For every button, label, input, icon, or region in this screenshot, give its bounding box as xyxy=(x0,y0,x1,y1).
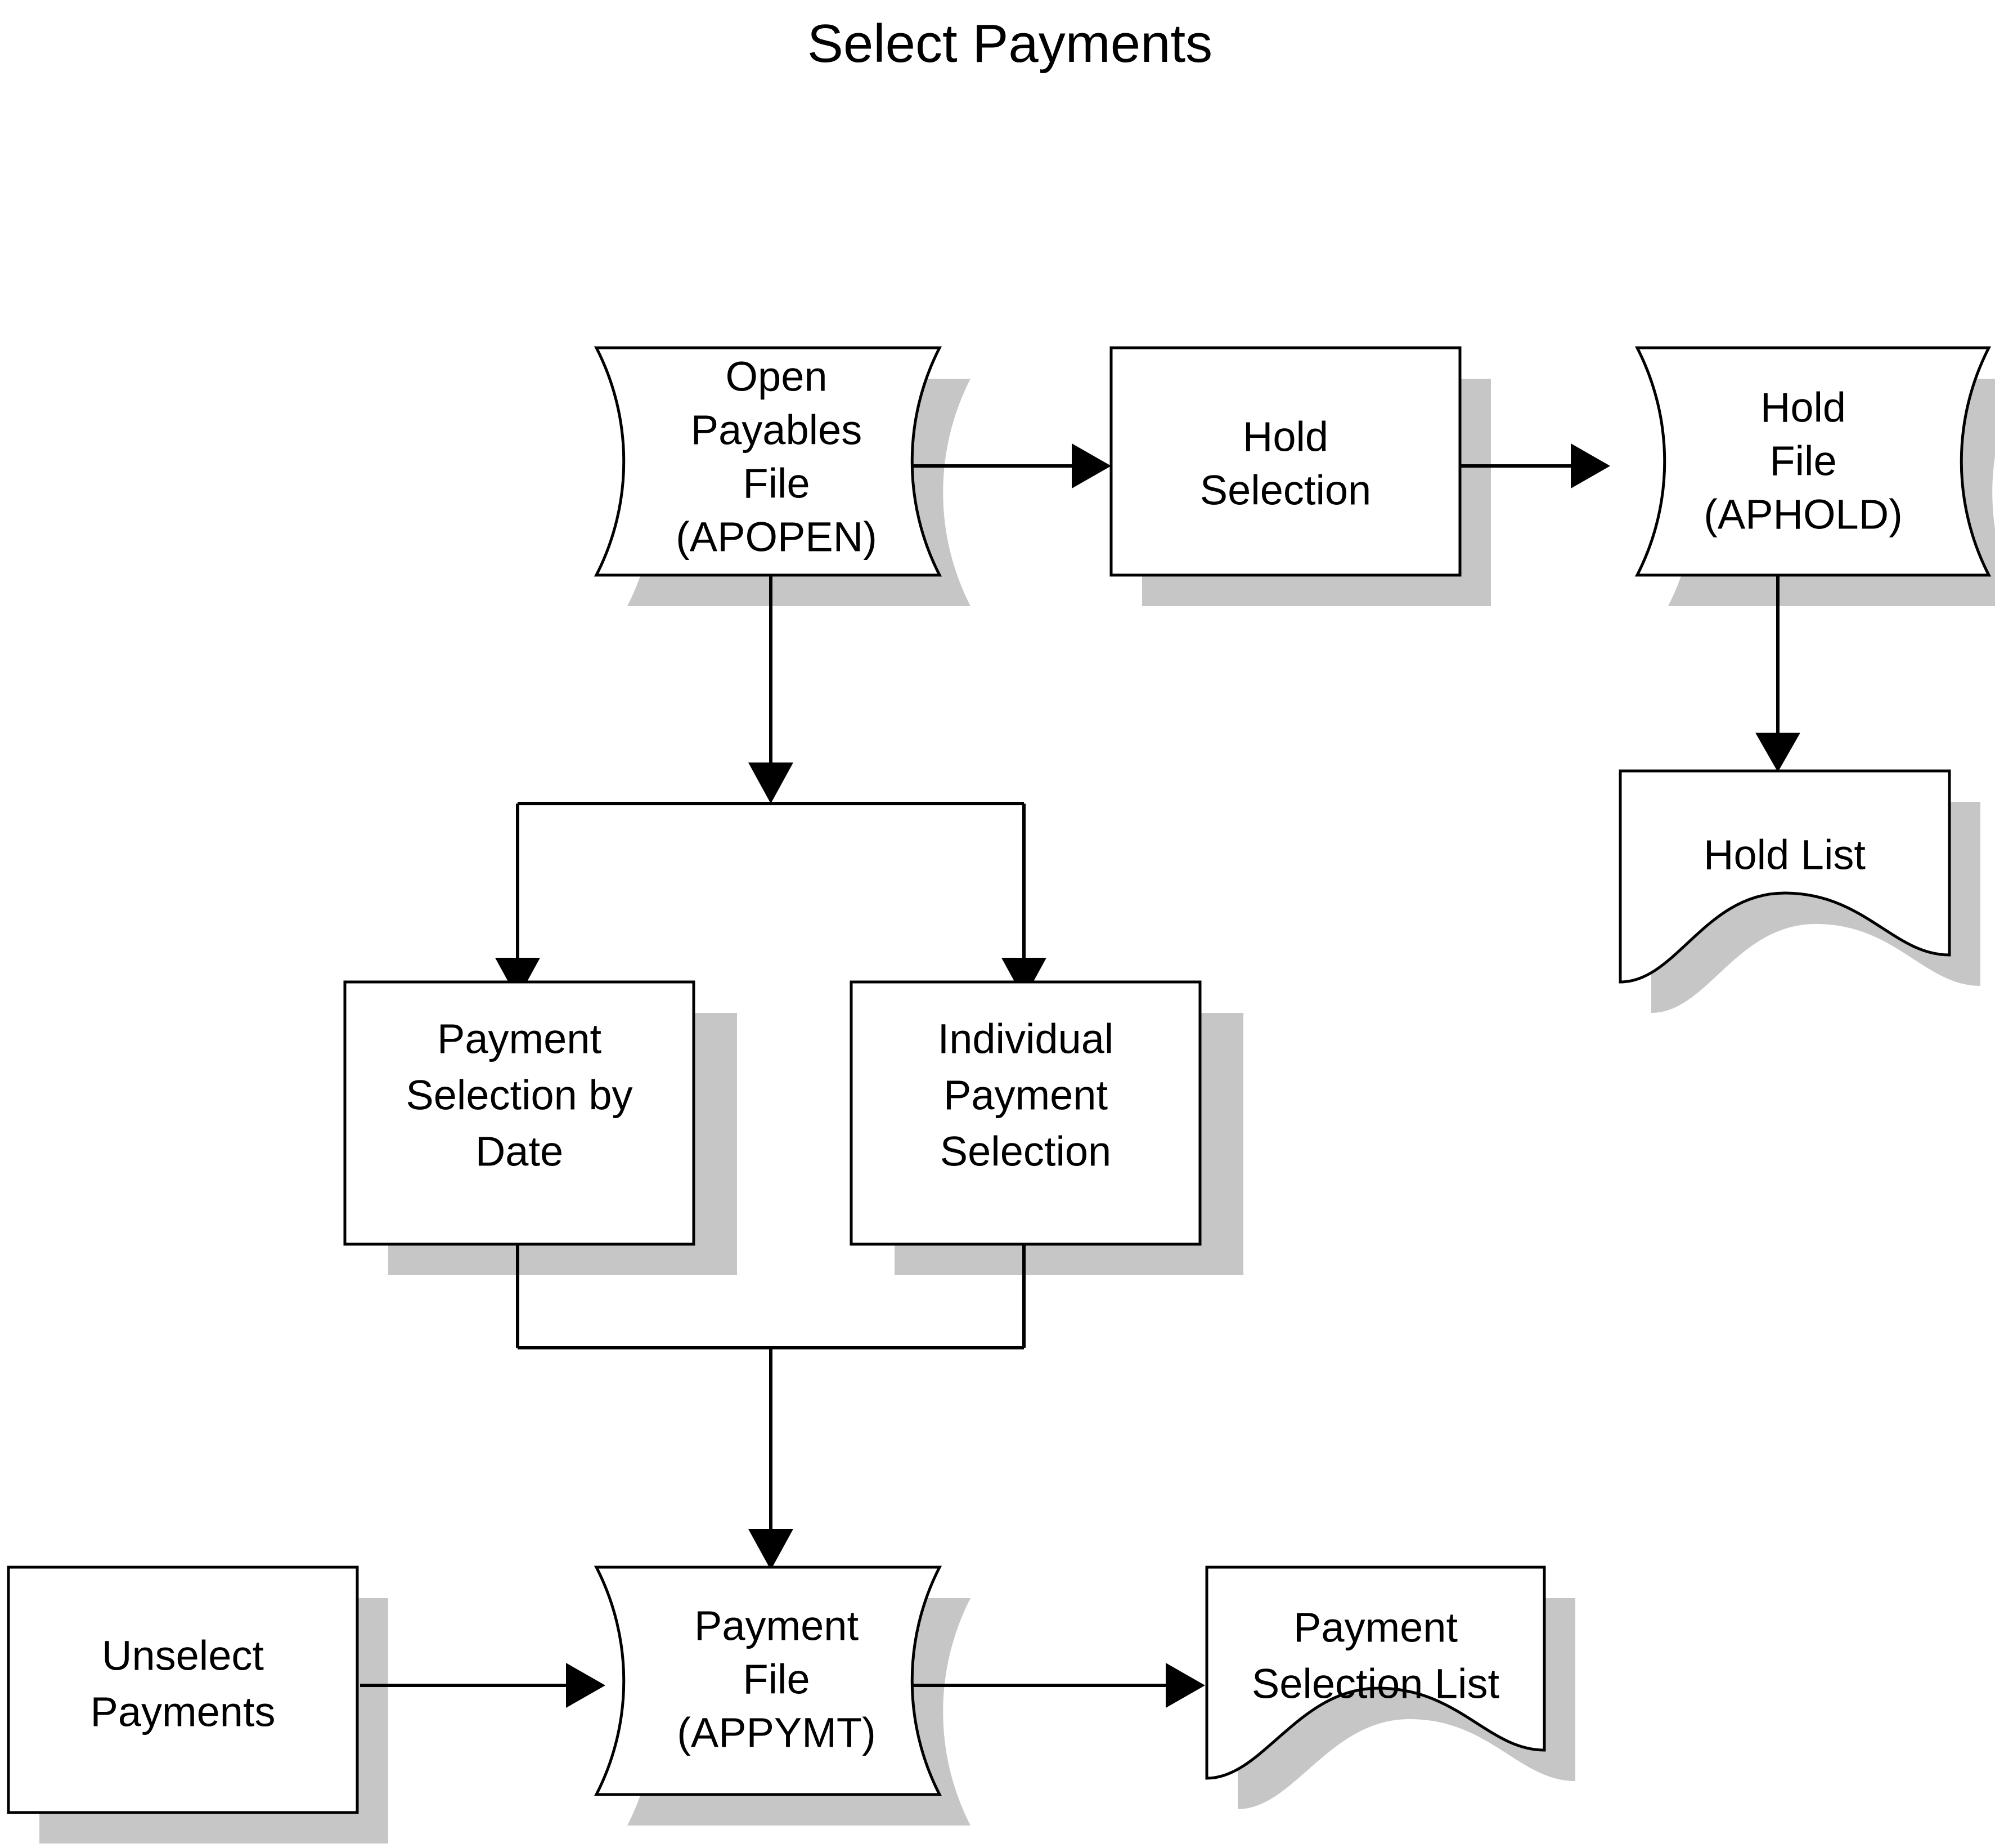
hold-selection-label-line-1: Hold xyxy=(1243,414,1328,460)
node-hold-file[interactable]: Hold File (APHOLD) xyxy=(1634,346,1992,577)
hold-file-label-line-3: (APHOLD) xyxy=(1704,491,1903,538)
open-payables-file-label-line-3: File xyxy=(743,460,810,507)
hold-selection-label-line-2: Selection xyxy=(1200,467,1371,514)
hold-file-label-line-2: File xyxy=(1769,438,1836,485)
node-open-payables-file[interactable]: Open Payables File (APOPEN) xyxy=(594,346,942,577)
unselect-payments-label-line-2: Payments xyxy=(90,1689,275,1735)
unselect-payments-label-line-1: Unselect xyxy=(102,1632,264,1679)
open-payables-file-label-line-2: Payables xyxy=(691,407,862,454)
edge-split-left-branch-arrowhead xyxy=(495,958,540,999)
edge-merge-to-payment-file-arrowhead xyxy=(748,1529,793,1570)
hold-file-label-line-1: Hold xyxy=(1760,384,1846,431)
individual-payment-selection-label-line-1: Individual xyxy=(938,1016,1114,1062)
individual-payment-selection-label-line-3: Selection xyxy=(940,1128,1111,1175)
individual-payment-selection-label-line-2: Payment xyxy=(943,1072,1108,1119)
edge-unselect-to-payment-file-arrowhead xyxy=(566,1663,605,1708)
node-unselect-payments[interactable]: Unselect Payments xyxy=(7,1566,359,1814)
node-hold-selection[interactable]: Hold Selection xyxy=(1109,346,1462,577)
hold-list-shape xyxy=(1619,769,1951,984)
payment-selection-by-date-label-line-2: Selection by xyxy=(406,1072,632,1119)
edge-payment-file-to-selection-list-arrowhead xyxy=(1166,1663,1205,1708)
node-individual-payment-selection[interactable]: Individual Payment Selection xyxy=(850,980,1202,1246)
edge-apopen-to-hold-selection-arrowhead xyxy=(1072,443,1111,488)
payment-selection-list-label-line-2: Selection List xyxy=(1252,1661,1500,1707)
payment-file-shape xyxy=(594,1566,942,1796)
payment-selection-by-date-shape xyxy=(343,980,695,1246)
individual-payment-selection-shape xyxy=(850,980,1202,1246)
payment-selection-list-shape xyxy=(1205,1566,1546,1780)
hold-list-label-line-1: Hold List xyxy=(1704,832,1866,878)
edge-hold-selection-to-hold-file-arrowhead xyxy=(1571,443,1610,488)
open-payables-file-shape xyxy=(594,346,942,577)
node-payment-selection-by-date[interactable]: Payment Selection by Date xyxy=(343,980,695,1246)
edge-apopen-down-stem-arrowhead xyxy=(748,762,793,804)
open-payables-file-label-line-1: Open xyxy=(725,353,827,400)
node-payment-selection-list[interactable]: Payment Selection List xyxy=(1205,1566,1546,1780)
edge-hold-file-to-hold-list-arrowhead xyxy=(1755,733,1800,772)
payment-file-label-line-1: Payment xyxy=(694,1603,859,1649)
page-title: Select Payments xyxy=(807,14,1212,74)
edge-split-right-branch-arrowhead xyxy=(1001,958,1046,999)
node-payment-file[interactable]: Payment File (APPYMT) xyxy=(594,1566,942,1796)
payment-file-label-line-3: (APPYMT) xyxy=(677,1710,876,1756)
payment-selection-by-date-label-line-1: Payment xyxy=(437,1016,601,1062)
payment-selection-list-label-line-1: Payment xyxy=(1293,1604,1458,1651)
unselect-payments-shape xyxy=(7,1566,359,1814)
hold-selection-shape xyxy=(1109,346,1462,577)
node-hold-list[interactable]: Hold List xyxy=(1619,769,1951,984)
hold-file-shape xyxy=(1634,346,1992,577)
payment-selection-by-date-label-line-3: Date xyxy=(475,1128,563,1175)
open-payables-file-label-line-4: (APOPEN) xyxy=(676,514,877,560)
payment-file-label-line-2: File xyxy=(743,1656,810,1703)
